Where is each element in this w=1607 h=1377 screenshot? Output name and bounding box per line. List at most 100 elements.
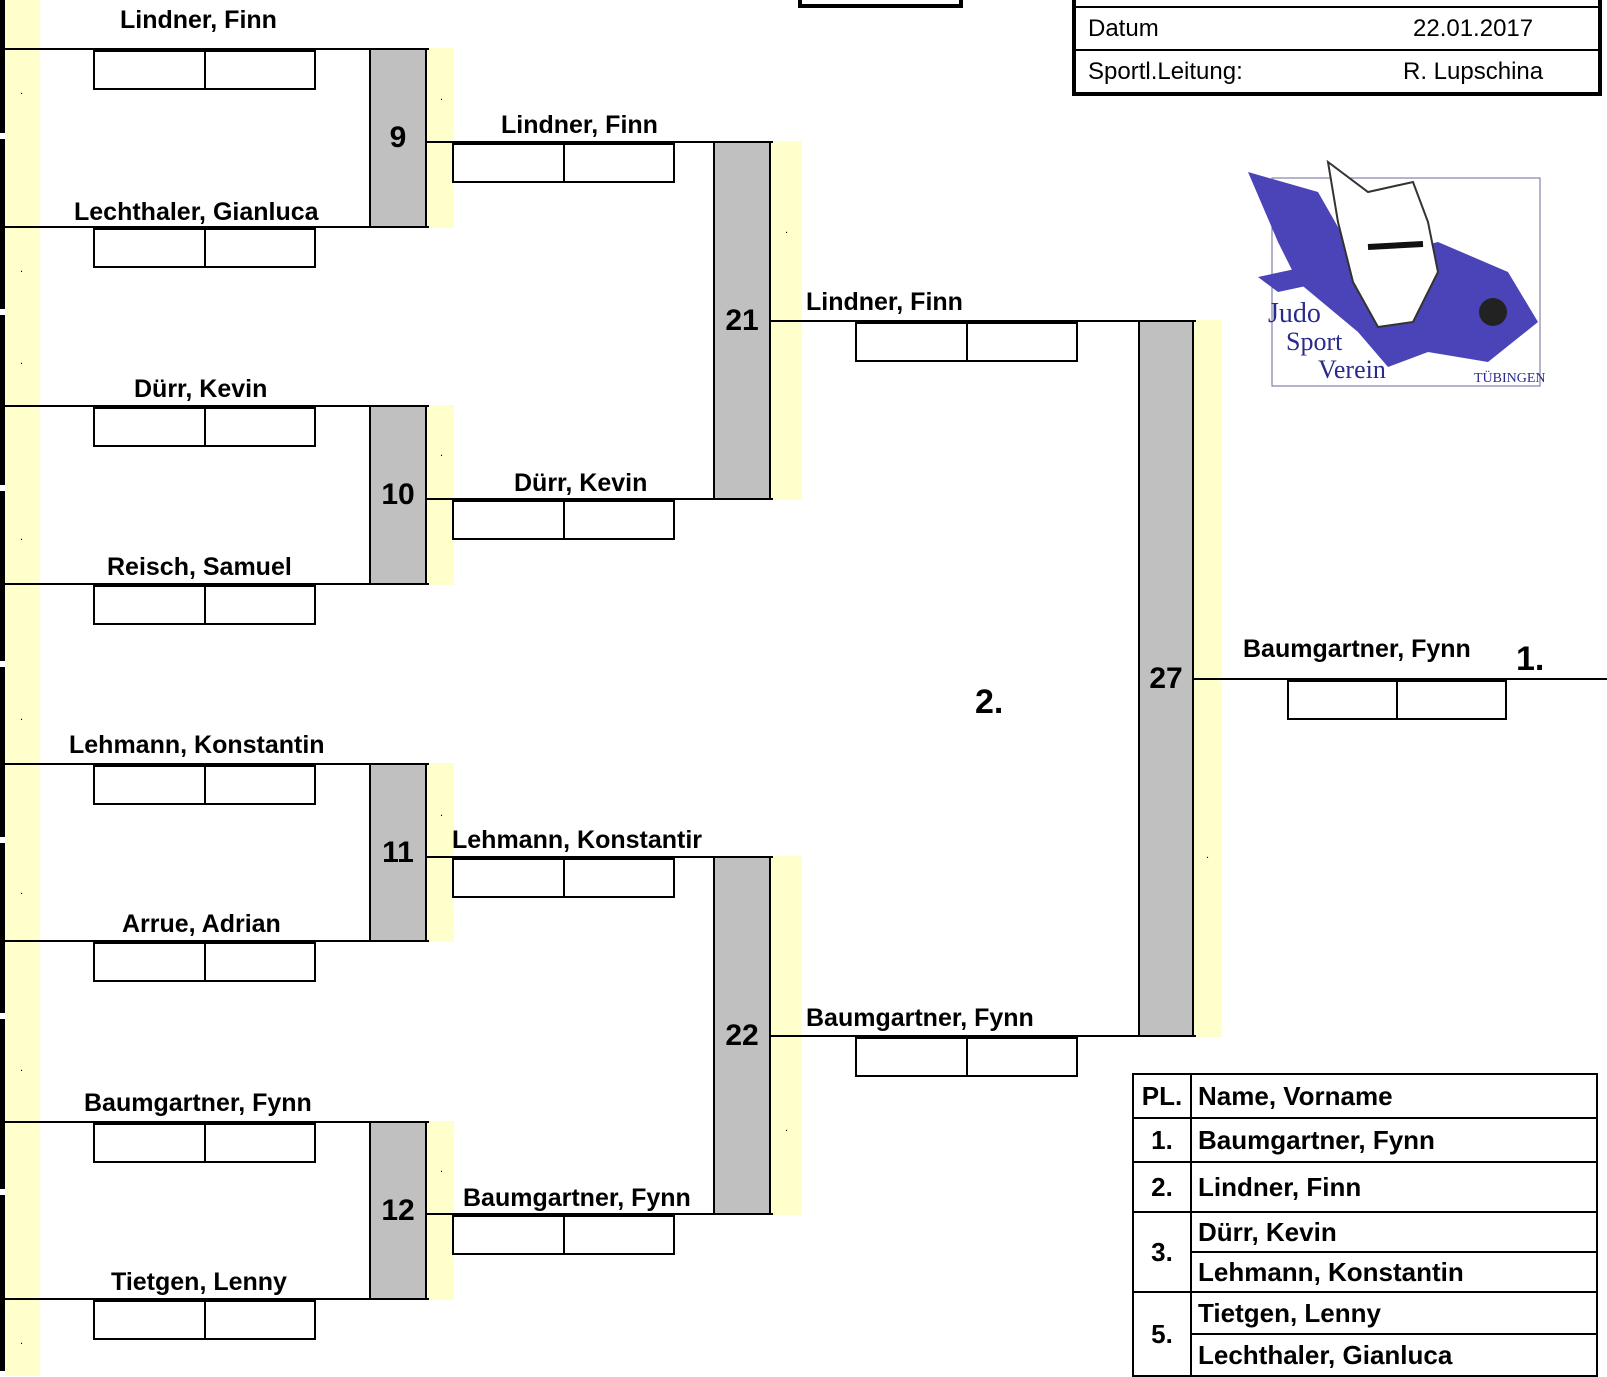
score-box — [93, 942, 316, 982]
bout-stripe — [425, 48, 454, 228]
bout-stripe — [425, 763, 454, 942]
score-box — [93, 228, 316, 268]
competitor-name: Baumgartner, Fynn — [84, 1089, 312, 1117]
bracket-line — [5, 940, 429, 942]
logo-text-judo: Judo — [1268, 298, 1321, 329]
score-box — [452, 500, 675, 540]
stripe-dot: . — [20, 355, 24, 367]
results-name: Lindner, Finn — [1190, 1161, 1598, 1213]
bracket-line — [427, 141, 773, 143]
score-box — [93, 1123, 316, 1163]
results-name: Tietgen, Lenny — [1190, 1291, 1598, 1335]
results-header-pl: PL. — [1132, 1073, 1192, 1119]
score-box — [93, 407, 316, 447]
competitor-name: Lindner, Finn — [120, 6, 277, 34]
bracket-line — [5, 226, 429, 228]
bout-number-box: 9 — [369, 48, 427, 228]
results-header-name: Name, Vorname — [1190, 1073, 1598, 1119]
results-name: Lechthaler, Gianluca — [1190, 1333, 1598, 1377]
competitor-name: Baumgartner, Fynn — [463, 1184, 691, 1212]
left-stripe — [5, 0, 40, 1376]
stripe-dot: . — [440, 807, 444, 819]
logo-text-sport: Sport — [1286, 327, 1343, 356]
left-edge-segment — [0, 1019, 5, 1189]
leitung-value: R. Lupschina — [1348, 49, 1600, 94]
left-edge-segment — [0, 0, 5, 133]
results-table: PL. Name, Vorname 1. Baumgartner, Fynn 2… — [1132, 1073, 1598, 1377]
stripe-dot: . — [20, 711, 24, 723]
logo-text-verein: Verein — [1318, 355, 1386, 384]
logo-text-city: TÜBINGEN — [1474, 369, 1546, 386]
bracket-line — [427, 498, 773, 500]
left-edge-segment — [0, 667, 5, 837]
bracket-line — [5, 405, 429, 407]
stripe-dot: . — [20, 1062, 24, 1074]
left-edge-segment — [0, 139, 5, 309]
stripe-dot: . — [20, 1335, 24, 1347]
left-edge-segment — [0, 491, 5, 661]
competitor-name: Dürr, Kevin — [134, 375, 268, 403]
results-place: 1. — [1132, 1117, 1192, 1163]
competitor-name: Lindner, Finn — [806, 288, 963, 316]
bracket-line — [5, 583, 429, 585]
bracket-line — [5, 1298, 429, 1300]
competitor-name: Lechthaler, Gianluca — [74, 198, 319, 226]
stripe-dot: . — [440, 1163, 444, 1175]
stripe-dot: . — [440, 447, 444, 459]
score-box — [93, 50, 316, 90]
left-edge-segment — [0, 843, 5, 1013]
bout-number-box: 10 — [369, 405, 427, 585]
stripe-dot: . — [20, 531, 24, 543]
bracket-line — [427, 1213, 773, 1215]
leitung-label: Sportl.Leitung: — [1074, 49, 1349, 94]
datum-label: Datum — [1074, 6, 1349, 50]
score-box — [93, 1300, 316, 1340]
results-name: Dürr, Kevin — [1190, 1211, 1598, 1253]
bracket-line — [1194, 678, 1607, 680]
stripe-dot: . — [1206, 849, 1210, 861]
stripe-dot: . — [20, 885, 24, 897]
competitor-name: Reisch, Samuel — [107, 553, 292, 581]
bout-number-box: 12 — [369, 1121, 427, 1300]
results-place: 2. — [1132, 1161, 1192, 1213]
results-name: Lehmann, Konstantin — [1190, 1251, 1598, 1293]
bout-number-box: 22 — [713, 856, 771, 1215]
bout-number-box: 27 — [1138, 320, 1194, 1037]
first-place-marker: 1. — [1516, 640, 1545, 678]
score-box — [93, 585, 316, 625]
score-box — [1287, 680, 1507, 720]
bracket-line — [5, 763, 429, 765]
competitor-name: Lindner, Finn — [501, 111, 658, 139]
competitor-name: Dürr, Kevin — [514, 469, 648, 497]
judo-logo-icon: Judo Sport Verein TÜBINGEN — [1248, 159, 1546, 387]
bracket-line — [771, 1035, 1196, 1037]
stripe-dot: . — [785, 1122, 789, 1134]
bracket-line — [5, 48, 429, 50]
bout-stripe — [425, 1121, 454, 1300]
score-box — [855, 1037, 1078, 1077]
bout-number-box: 21 — [713, 141, 771, 500]
left-edge-segment — [0, 315, 5, 485]
score-box — [855, 322, 1078, 362]
score-box — [452, 858, 675, 898]
stripe-dot: . — [20, 85, 24, 97]
competitor-name: Tietgen, Lenny — [111, 1268, 287, 1296]
bracket-line — [5, 1121, 429, 1123]
second-place-marker: 2. — [975, 683, 1004, 721]
results-name: Baumgartner, Fynn — [1190, 1117, 1598, 1163]
bout-stripe — [425, 405, 454, 585]
score-box — [452, 143, 675, 183]
score-box — [452, 1215, 675, 1255]
event-info-table: Datum 22.01.2017 Sportl.Leitung: R. Lups… — [1072, 0, 1602, 96]
competitor-name: Lehmann, Konstantir — [452, 826, 703, 854]
header-box-partial — [798, 0, 963, 8]
competitor-name: Lehmann, Konstantin — [69, 731, 325, 759]
bracket-line — [771, 320, 1196, 322]
club-logo: Judo Sport Verein TÜBINGEN — [1238, 152, 1558, 398]
datum-value: 22.01.2017 — [1348, 6, 1600, 50]
score-box — [93, 765, 316, 805]
winner-name: Baumgartner, Fynn — [1243, 635, 1471, 663]
stripe-dot: . — [785, 224, 789, 236]
competitor-name: Baumgartner, Fynn — [806, 1004, 1034, 1032]
results-place: 3. — [1132, 1211, 1192, 1293]
